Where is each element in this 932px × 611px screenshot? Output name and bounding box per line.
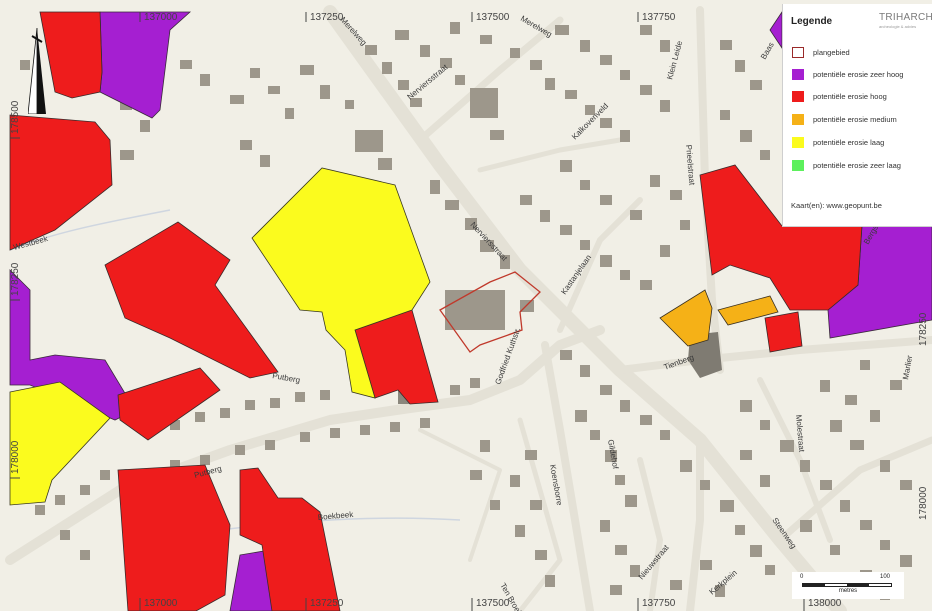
brand-logo-subtitle: archeologie & advies: [879, 24, 917, 29]
legend-item-erosion-medium: potentiële erosie medium: [792, 112, 897, 126]
legend-swatch-low: [792, 136, 804, 148]
grid-ticks: [10, 12, 805, 611]
scale-end-label: 100: [880, 574, 891, 580]
street-label-boekbeek: Boekbeek: [317, 510, 354, 522]
legend-title: Legende: [791, 16, 833, 27]
legend-item-erosion-high: potentiële erosie hoog: [792, 89, 887, 103]
coord-right-2: 178000: [918, 486, 929, 520]
coord-top-1: 137000: [144, 12, 178, 23]
legend-item-erosion-very-high: potentiële erosie zeer hoog: [792, 67, 903, 81]
legend-label: potentiële erosie medium: [813, 114, 897, 124]
coord-left-2: 178250: [10, 262, 21, 296]
legend-label: plangebied: [813, 47, 850, 57]
erosion-low-zones: [9, 167, 431, 506]
coord-bottom-5: 138000: [808, 598, 842, 609]
coord-left-3: 178000: [10, 440, 21, 474]
legend-swatch-very-high: [792, 68, 804, 80]
coord-bottom-4: 137750: [642, 598, 676, 609]
street-label-molestraat: Molestraat: [794, 414, 806, 453]
legend-item-erosion-very-low: potentiële erosie zeer laag: [792, 158, 901, 172]
coord-top-3: 137500: [476, 12, 510, 23]
legend-label: potentiële erosie hoog: [813, 91, 887, 101]
legend-label: potentiële erosie zeer laag: [813, 160, 901, 170]
legend-swatch-high: [792, 90, 804, 102]
legend-swatch-medium: [792, 113, 804, 125]
erosion-high-zones: [9, 11, 863, 611]
scale-unit-label: metres: [838, 588, 858, 594]
legend-label: potentiële erosie laag: [813, 137, 885, 147]
brand-logo: TRIHARCH: [879, 12, 932, 23]
legend-item-plangebied: plangebied: [792, 45, 850, 59]
scale-start-label: 0: [800, 574, 804, 580]
coord-right-1: 178250: [918, 312, 929, 346]
coord-top-2: 137250: [310, 12, 344, 23]
coord-bottom-1: 137000: [144, 598, 178, 609]
legend-swatch-very-low: [792, 159, 804, 171]
coord-top-4: 137750: [642, 12, 676, 23]
street-label-prieelstraat: Prieelstraat: [684, 144, 697, 186]
legend-label: potentiële erosie zeer hoog: [813, 69, 904, 79]
plot-boundary: [439, 271, 541, 353]
erosion-medium-zones: [659, 289, 779, 347]
north-arrow-icon: [28, 28, 46, 114]
map-source-credit: Kaart(en): www.geopunt.be: [791, 201, 882, 210]
street-label-marlier: Marlier: [901, 354, 914, 380]
coord-bottom-2: 137250: [310, 598, 344, 609]
legend-swatch-plangebied: [792, 46, 804, 58]
scale-bar-graphic: [802, 583, 892, 587]
coord-left-1: 178500: [10, 100, 21, 134]
scale-bar: 0 100 metres: [792, 572, 904, 599]
map-legend: Legende TRIHARCH archeologie & advies pl…: [782, 4, 932, 227]
legend-item-erosion-low: potentiële erosie laag: [792, 135, 884, 149]
coord-bottom-3: 137500: [476, 598, 510, 609]
